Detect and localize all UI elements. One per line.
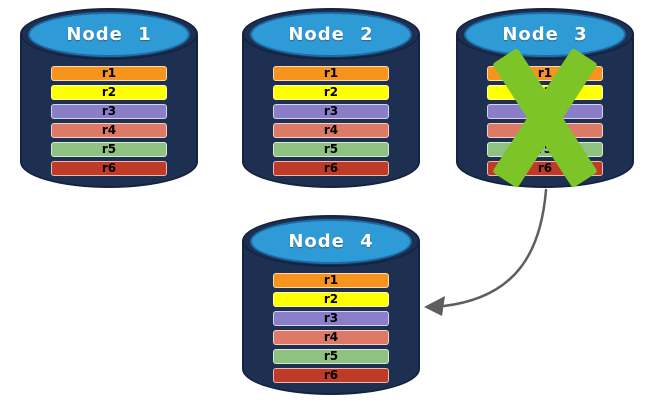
- node-1-label: Node 1: [66, 24, 152, 45]
- arrow-head-icon: [424, 296, 445, 316]
- node-3: Node 3 r1 r2 r3 r4 r5 r6: [456, 8, 634, 189]
- replica-row-r5: r5: [273, 349, 389, 364]
- replica-row-r4: r4: [51, 123, 167, 138]
- replica-row-r5: r5: [273, 142, 389, 157]
- replica-row-r1: r1: [51, 66, 167, 81]
- node-2-cylinder-top: Node 2: [250, 12, 412, 57]
- replica-row-r4: r4: [273, 123, 389, 138]
- replica-row-r6: r6: [487, 161, 603, 176]
- node-4-replica-list: r1 r2 r3 r4 r5 r6: [273, 273, 389, 387]
- node-3-cylinder-top: Node 3: [464, 12, 626, 57]
- node-3-label: Node 3: [502, 24, 588, 45]
- replica-row-r3: r3: [273, 104, 389, 119]
- replica-row-r2: r2: [273, 292, 389, 307]
- replica-row-r2: r2: [273, 85, 389, 100]
- arrow-curve: [442, 188, 548, 308]
- node-2-label: Node 2: [288, 24, 374, 45]
- node-2-replica-list: r1 r2 r3 r4 r5 r6: [273, 66, 389, 180]
- node-1-replica-list: r1 r2 r3 r4 r5 r6: [51, 66, 167, 180]
- replica-row-r3: r3: [273, 311, 389, 326]
- replica-row-r6: r6: [273, 161, 389, 176]
- node-1: Node 1 r1 r2 r3 r4 r5 r6: [20, 8, 198, 188]
- node-4-label: Node 4: [288, 231, 374, 252]
- node-2: Node 2 r1 r2 r3 r4 r5 r6: [242, 8, 420, 188]
- replica-row-r4: r4: [487, 123, 603, 138]
- replica-row-r6: r6: [51, 161, 167, 176]
- replica-row-r1: r1: [273, 273, 389, 288]
- node-3-replica-list: r1 r2 r3 r4 r5 r6: [487, 66, 603, 180]
- replica-row-r4: r4: [273, 330, 389, 345]
- replica-row-r1: r1: [273, 66, 389, 81]
- node-1-cylinder-top: Node 1: [28, 12, 190, 57]
- replica-row-r1: r1: [487, 66, 603, 81]
- replica-row-r5: r5: [51, 142, 167, 157]
- node-4-cylinder-top: Node 4: [250, 219, 412, 264]
- replica-row-r2: r2: [51, 85, 167, 100]
- node-4: Node 4 r1 r2 r3 r4 r5 r6: [242, 215, 420, 395]
- replica-row-r3: r3: [51, 104, 167, 119]
- replica-row-r6: r6: [273, 368, 389, 383]
- replica-row-r5: r5: [487, 142, 603, 157]
- replica-row-r2: r2: [487, 85, 603, 100]
- replica-row-r3: r3: [487, 104, 603, 119]
